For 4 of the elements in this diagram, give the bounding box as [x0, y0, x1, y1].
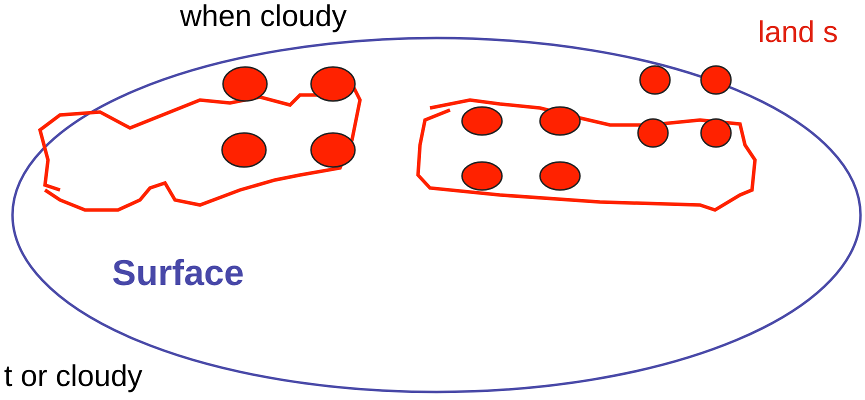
caption-text: t or cloudy — [4, 362, 142, 392]
region-label: Surface — [112, 255, 244, 291]
caption-text: when cloudy — [180, 2, 347, 32]
caption-text: land s — [758, 18, 838, 48]
